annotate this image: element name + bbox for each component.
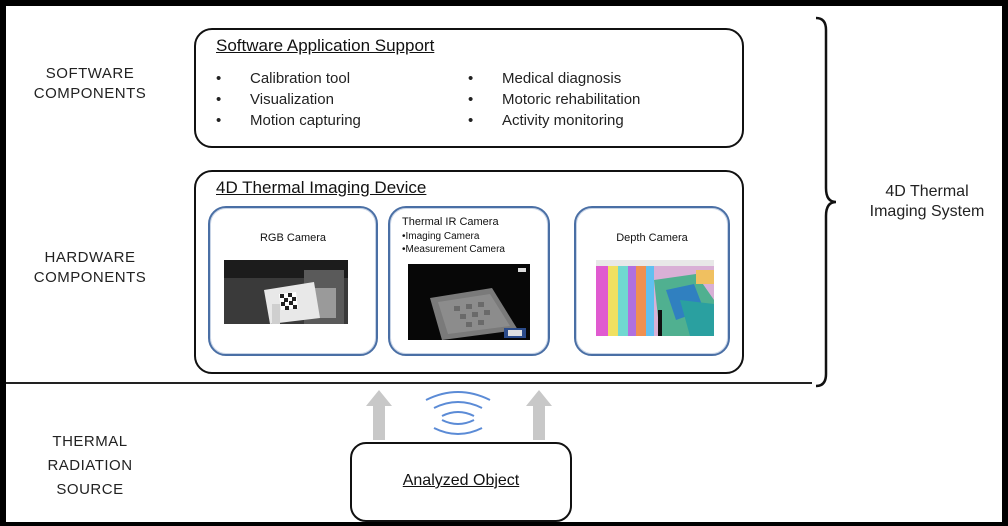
depth-camera-image [596, 260, 714, 336]
rgb-camera-image [224, 260, 348, 324]
list-item: •Motion capturing [216, 112, 361, 129]
software-box-title: Software Application Support [216, 36, 435, 55]
diagram-canvas: SOFTWARE COMPONENTS HARDWARE COMPONENTS … [6, 6, 1002, 522]
list-item: •Visualization [216, 91, 334, 108]
up-arrow-icon [526, 390, 552, 440]
rgb-camera-panel: RGB Camera [208, 206, 378, 356]
divider-line [6, 382, 812, 384]
thermal-camera-title: Thermal IR Camera [402, 216, 499, 228]
rgb-camera-title: RGB Camera [259, 232, 327, 244]
rgb-photo-svg [224, 260, 348, 324]
depth-photo-svg [596, 260, 714, 336]
list-item: •Activity monitoring [468, 112, 624, 129]
system-label: 4D Thermal Imaging System [869, 183, 985, 220]
thermal-photo-svg [408, 264, 530, 340]
thermal-camera-sub1: •Imaging Camera [402, 231, 480, 242]
thermal-imaging-device-box: 4D Thermal Imaging Device RGB Camera [194, 170, 744, 374]
list-item: •Calibration tool [216, 70, 351, 87]
device-box-title: 4D Thermal Imaging Device [216, 178, 427, 197]
bracket-icon [815, 16, 837, 388]
list-item: •Motoric rehabilitation [468, 91, 641, 108]
thermal-camera-sub2: •Measurement Camera [402, 244, 505, 255]
software-components-label: SOFTWARE COMPONENTS [33, 65, 147, 102]
hardware-components-label: HARDWARE COMPONENTS [33, 249, 147, 286]
wireless-wave-icon [425, 391, 491, 435]
analyzed-object-label: Analyzed Object [402, 472, 520, 489]
depth-camera-title: Depth Camera [616, 232, 688, 244]
thermal-radiation-source-label: THERMAL RADIATION SOURCE [47, 433, 133, 498]
up-arrow-icon [366, 390, 392, 440]
analyzed-object-box: Analyzed Object [350, 442, 572, 522]
thermal-camera-image [408, 264, 530, 340]
list-item: •Medical diagnosis [468, 70, 622, 87]
software-right-list: •Medical diagnosis •Motoric rehabilitati… [468, 68, 640, 131]
software-application-box: Software Application Support •Calibratio… [194, 28, 744, 148]
thermal-ir-camera-panel: Thermal IR Camera •Imaging Camera •Measu… [388, 206, 550, 356]
software-left-list: •Calibration tool •Visualization •Motion… [216, 68, 361, 131]
depth-camera-panel: Depth Camera [574, 206, 730, 356]
